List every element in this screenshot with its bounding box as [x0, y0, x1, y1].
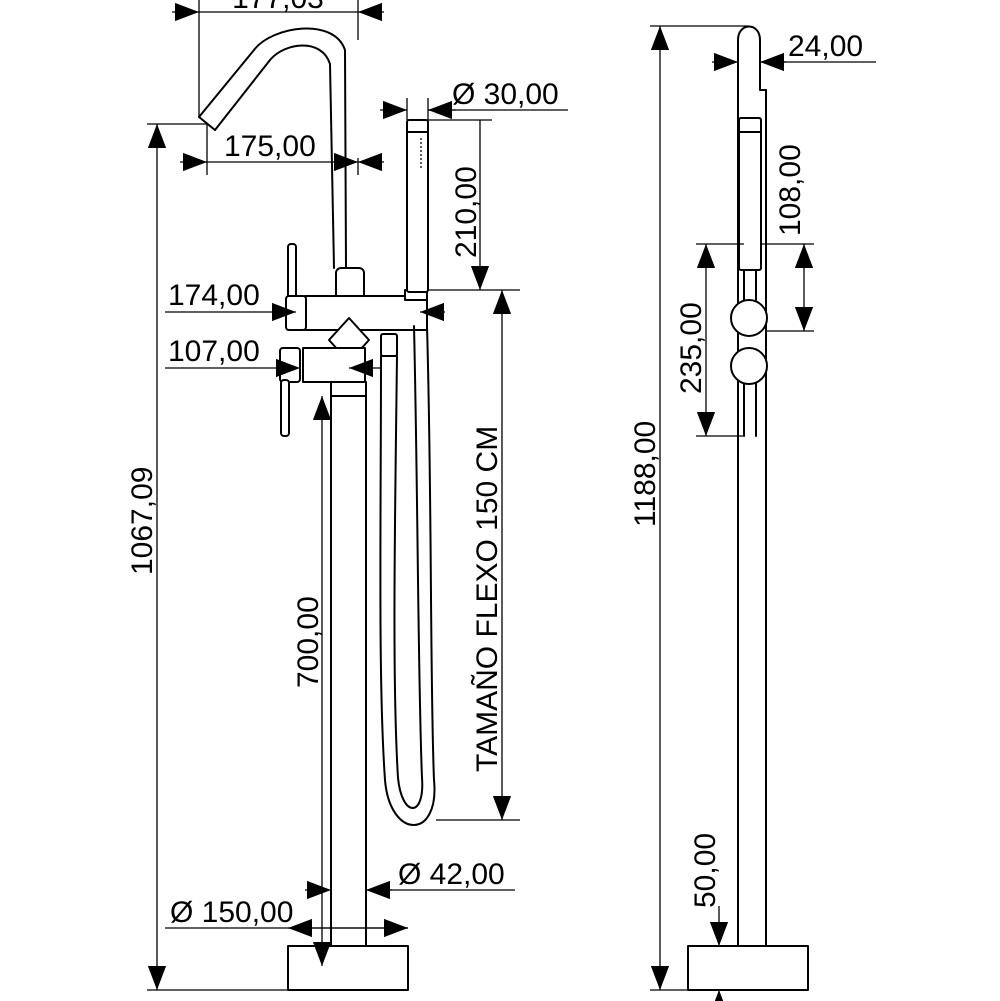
side-upper-handle-knob [730, 299, 768, 337]
front-hose [379, 325, 436, 826]
dim-base-height-side: 50,00 [689, 833, 729, 1001]
dim-handles-span-side: 235,00 [675, 243, 744, 437]
dim-label-lower-handle-offset: 107,00 [168, 335, 260, 368]
front-view [198, 27, 436, 991]
dim-base-diameter: Ø 150,00 [165, 896, 408, 938]
side-lower-handle-knob [730, 347, 768, 385]
dim-column-diameter: Ø 42,00 [305, 858, 515, 900]
dim-column-height: 700,00 [292, 396, 332, 966]
dim-label-column-diameter: Ø 42,00 [398, 858, 505, 891]
dim-label-hand-shower-side: 108,00 [774, 144, 807, 236]
dim-label-spout-diameter-side: 24,00 [788, 30, 863, 63]
dim-spout-diameter-side: 24,00 [712, 30, 876, 72]
dim-label-hand-shower-diameter: Ø 30,00 [452, 78, 559, 111]
side-base [687, 945, 809, 991]
dim-spout-reach: 175,00 [180, 124, 384, 175]
dim-label-total-height-side: 1188,00 [629, 421, 662, 527]
front-hand-shower [406, 119, 429, 293]
dim-label-base-height-side: 50,00 [689, 833, 722, 908]
dim-total-height-front: 1067,09 [126, 123, 288, 991]
dim-label-column-height: 700,00 [292, 596, 325, 688]
dim-label-spout-reach: 175,00 [224, 130, 316, 163]
front-lower-body [302, 347, 366, 383]
dim-hand-shower-side: 108,00 [760, 144, 814, 332]
dim-hose-length: TAMAÑO FLEXO 150 CM [436, 290, 520, 821]
dim-label-handles-span-side: 235,00 [675, 302, 708, 394]
front-upper-body [304, 295, 428, 331]
dim-label-spout-reach-top: 177,03 [232, 0, 324, 15]
dim-hand-shower-diameter: Ø 30,00 [380, 78, 568, 120]
dim-label-base-diameter: Ø 150,00 [170, 896, 293, 929]
dim-lower-handle-offset: 107,00 [165, 335, 380, 378]
front-lower-handle [279, 347, 301, 437]
dim-hand-shower-length: 210,00 [428, 119, 520, 291]
dim-label-hose-length: TAMAÑO FLEXO 150 CM [470, 426, 504, 772]
dim-label-total-height-front: 1067,09 [126, 467, 159, 575]
front-upper-handle [285, 243, 307, 331]
side-hand-shower [738, 117, 762, 271]
dim-total-height-side: 1188,00 [629, 25, 749, 991]
front-hose-connector [380, 333, 398, 357]
dim-upper-handle-offset: 174,00 [165, 279, 445, 322]
front-column [330, 395, 367, 947]
dim-spout-reach-top: 177,03 [172, 0, 384, 117]
dim-label-upper-handle-offset: 174,00 [168, 279, 260, 312]
front-base [287, 945, 409, 991]
dim-label-hand-shower-length: 210,00 [450, 166, 483, 258]
